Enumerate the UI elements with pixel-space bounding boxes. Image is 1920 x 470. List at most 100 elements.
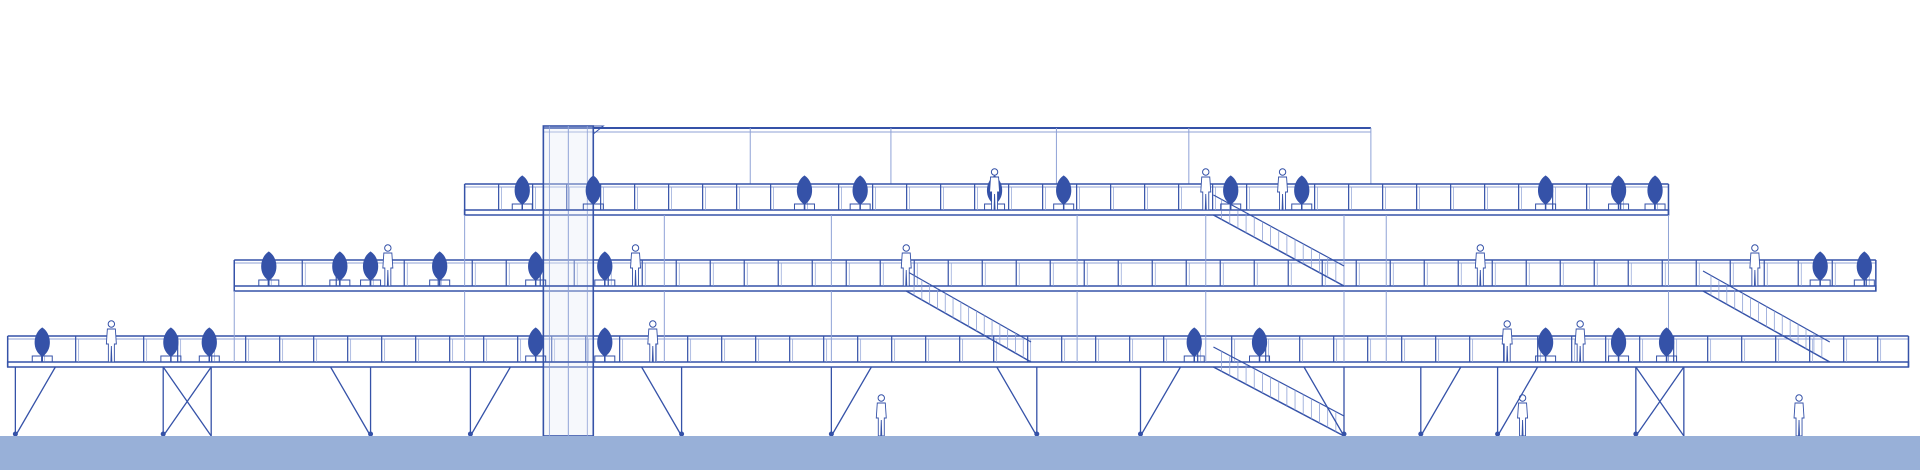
person-body (647, 328, 659, 363)
person-body (1474, 252, 1486, 287)
support-slant-left (1418, 366, 1462, 437)
stairs (905, 194, 1831, 437)
planter-box (1656, 355, 1678, 363)
person-body (630, 252, 642, 287)
planter-box (1220, 203, 1242, 211)
person-figure (1749, 244, 1761, 287)
stair-flight (1213, 346, 1345, 437)
support-slant-right (1303, 366, 1347, 437)
person-head (631, 244, 640, 252)
tree (1656, 327, 1678, 363)
support-slant-left (828, 366, 872, 437)
planter-box (1608, 355, 1630, 363)
tree-crown (1251, 327, 1268, 357)
tree (594, 251, 616, 287)
tree (1053, 175, 1075, 211)
planter-box (849, 203, 871, 211)
deck-level-1 (6, 335, 1910, 368)
person-figure (1200, 168, 1212, 211)
tree-crown (1186, 327, 1202, 357)
deck-slab (463, 209, 1670, 216)
tree (1249, 327, 1271, 363)
person-head (1476, 244, 1485, 252)
tree-crown (1610, 327, 1627, 357)
support-strut (830, 366, 872, 437)
planter-box (198, 355, 220, 363)
planter-box (1291, 203, 1313, 211)
tree-crown (163, 327, 179, 357)
person-body (989, 176, 1001, 211)
deck-slab (6, 361, 1910, 368)
tree (1183, 327, 1205, 363)
tree (1608, 175, 1630, 211)
tree-crown (852, 175, 868, 205)
tree-crown (597, 327, 613, 357)
tree (198, 327, 220, 363)
roof-canopy (542, 127, 1372, 184)
tree-crown (201, 327, 217, 357)
person-head (902, 244, 910, 252)
tree-crown (1223, 175, 1239, 205)
tree (429, 251, 451, 287)
support-foot (1633, 431, 1639, 437)
support-strut (329, 366, 372, 437)
planter-box (429, 279, 451, 287)
person-head (1518, 394, 1527, 402)
tree-crown (528, 327, 544, 357)
planter-box (793, 203, 815, 211)
person-head (1751, 244, 1759, 252)
support-strut (1497, 366, 1539, 437)
tree (160, 327, 182, 363)
support-foot (12, 431, 18, 437)
planter-box (1608, 203, 1630, 211)
deck-level-3 (463, 183, 1670, 216)
person-head (384, 244, 392, 252)
support-brace (1635, 366, 1685, 437)
support-strut (996, 366, 1038, 437)
person-head (1202, 168, 1210, 176)
planter-box (1249, 355, 1271, 363)
support-foot (1495, 431, 1501, 437)
planter-box (1853, 279, 1875, 287)
planter-box (1535, 355, 1557, 363)
tree (1535, 175, 1557, 211)
support-slant-left (1495, 366, 1539, 437)
tree-crown (1294, 175, 1310, 205)
tree-crown (362, 251, 379, 281)
person-figure (1277, 168, 1289, 211)
support-slant-left (1137, 366, 1182, 437)
person-head (877, 394, 885, 402)
support-foot (160, 431, 166, 437)
support-slant-right (996, 366, 1040, 437)
person-body (1277, 176, 1289, 211)
planter-box (525, 279, 547, 287)
support-foot (1341, 431, 1347, 437)
tree (1535, 327, 1557, 363)
person-head (990, 168, 999, 176)
tree-crown (261, 251, 277, 281)
stair-flight (1213, 194, 1345, 287)
planter-box (525, 355, 547, 363)
tree-crown (1056, 175, 1072, 205)
support-strut (1139, 366, 1182, 437)
support-x-brace (160, 366, 212, 437)
tree (849, 175, 871, 211)
planter-box (1535, 203, 1557, 211)
tree (1291, 175, 1313, 211)
planter-box (258, 279, 280, 287)
tree-crown (432, 251, 448, 281)
tree (360, 251, 382, 287)
planter-box (594, 355, 616, 363)
person-body (1793, 402, 1805, 437)
person-head (1278, 168, 1287, 176)
tree-crown (1537, 327, 1554, 357)
person-figure (875, 394, 887, 437)
deck-levels (6, 183, 1910, 368)
person-figure (630, 244, 642, 287)
person-body (1200, 176, 1212, 211)
support-slant-right (329, 366, 374, 437)
support-strut (14, 366, 56, 437)
support-strut (1420, 366, 1462, 437)
